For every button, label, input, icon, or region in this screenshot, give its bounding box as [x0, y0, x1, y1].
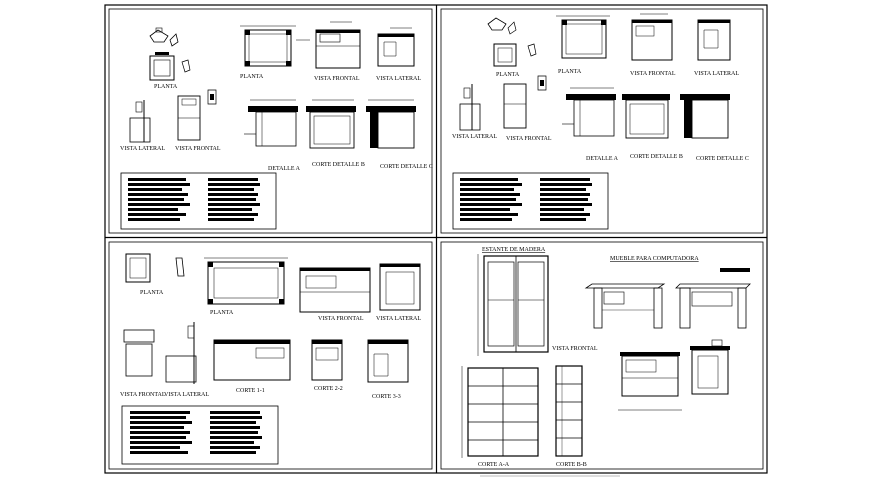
label-planta: PLANTA [210, 310, 234, 316]
label-mueble: MUEBLE PARA COMPUTADORA [610, 256, 699, 262]
label-vista-frontal-left: VISTA FRONTAL [175, 146, 221, 152]
detalle-a-drawing [244, 99, 298, 147]
label-planta-small: PLANTA [496, 72, 520, 78]
estante-front-drawing [477, 254, 549, 356]
panel-2: PLANTA VISTA LATERAL VISTA FRONTAL PLANT… [452, 13, 749, 230]
label-detalle-a: DETALLE A [586, 156, 619, 162]
label-vista-lateral-left: VISTA LATERAL [120, 146, 165, 152]
mueble-iso-left-drawing [584, 283, 666, 329]
planta-drawing [240, 25, 310, 67]
panel-4: ESTANTE DE MADERA VISTA FRONTAL CORTE A-… [461, 247, 751, 468]
label-corte-2: CORTE 2-2 [314, 386, 343, 392]
panel-1: PLANTA VISTA LATERAL VISTA FRONTAL [120, 21, 433, 230]
label-corte-c: CORTE DETALLE C [696, 156, 749, 162]
corte-2-drawing [311, 339, 343, 381]
corte-detalle-b-drawing [306, 99, 356, 149]
panel-3-frame [108, 241, 433, 470]
corte-aa-drawing [461, 366, 539, 458]
label-corte-c: CORTE DETALLE C [380, 164, 433, 170]
label-planta: PLANTA [558, 69, 582, 75]
planta-drawing [556, 15, 610, 59]
vista-lateral-top-drawing [697, 19, 731, 61]
vista-lateral-left-drawing [129, 100, 151, 143]
panel-1-frame [108, 8, 433, 234]
label-planta: PLANTA [240, 74, 264, 80]
label-vista-lateral-top: VISTA LATERAL [376, 76, 421, 82]
label-vista-lateral-top: VISTA LATERAL [376, 316, 421, 322]
vista-lateral-left-drawing [459, 84, 481, 131]
notes-box [120, 172, 277, 230]
label-vista-frontal-top: VISTA FRONTAL [318, 316, 364, 322]
label-vista-lateral-top: VISTA LATERAL [694, 71, 739, 77]
vista-lateral-left-drawing [165, 322, 197, 384]
planta-small-drawing [149, 52, 191, 81]
chair-sketch [149, 27, 179, 47]
corte-1-drawing [213, 339, 291, 381]
label-corte-aa: CORTE A-A [478, 462, 510, 468]
label-corte-b: CORTE DETALLE B [630, 154, 683, 160]
label-vista-frontal: VISTA FRONTAL [552, 346, 598, 352]
notes-box [121, 405, 279, 465]
mueble-iso-right-drawing [675, 268, 751, 329]
notes-box [452, 172, 609, 230]
mueble-side-drawing [690, 339, 730, 395]
label-planta-small: PLANTA [140, 290, 164, 296]
label-vista-lateral-left: VISTA LATERAL [164, 392, 209, 398]
label-vista-frontal-left: VISTA FRONTAL [506, 136, 552, 142]
corte-detalle-b-drawing [622, 94, 670, 139]
corte-bb-drawing [555, 365, 583, 457]
vista-frontal-top-drawing [315, 21, 361, 69]
corte-detalle-c-drawing [680, 94, 730, 139]
label-corte-b: CORTE DETALLE B [312, 162, 365, 168]
panel-4-frame [440, 241, 764, 470]
vista-frontal-top-drawing [631, 13, 673, 61]
planta-small-drawing [493, 43, 537, 67]
panel-3: PLANTA PLANTA VISTA FRONTAL VISTA LATERA… [120, 253, 421, 465]
vista-lateral-top-drawing [377, 27, 415, 67]
corte-detalle-c-drawing [366, 99, 416, 149]
corte-3-drawing [367, 339, 409, 383]
label-vista-lateral-left: VISTA LATERAL [452, 134, 497, 140]
planta-small-drawing [125, 253, 185, 283]
vista-frontal-left-drawing [177, 89, 217, 141]
vista-frontal-left-drawing [503, 75, 547, 129]
mueble-front-drawing [618, 352, 682, 411]
label-planta-small: PLANTA [154, 84, 178, 90]
panel-2-frame [440, 8, 764, 234]
label-corte-1: CORTE 1-1 [236, 388, 265, 394]
vista-frontal-top-drawing [299, 267, 371, 313]
label-corte-bb: CORTE B-B [556, 462, 587, 468]
label-estante: ESTANTE DE MADERA [482, 247, 546, 253]
label-vista-frontal-top: VISTA FRONTAL [630, 71, 676, 77]
label-vista-frontal-left: VISTA FRONTAL [120, 392, 166, 398]
detalle-a-drawing [562, 87, 616, 137]
planta-drawing [204, 257, 288, 305]
chair-sketch [487, 17, 517, 35]
label-detalle-a: DETALLE A [268, 166, 301, 172]
label-vista-frontal-top: VISTA FRONTAL [314, 76, 360, 82]
label-corte-3: CORTE 3-3 [372, 394, 401, 400]
vista-lateral-top-drawing [379, 263, 421, 311]
vista-frontal-left-drawing [123, 329, 155, 377]
